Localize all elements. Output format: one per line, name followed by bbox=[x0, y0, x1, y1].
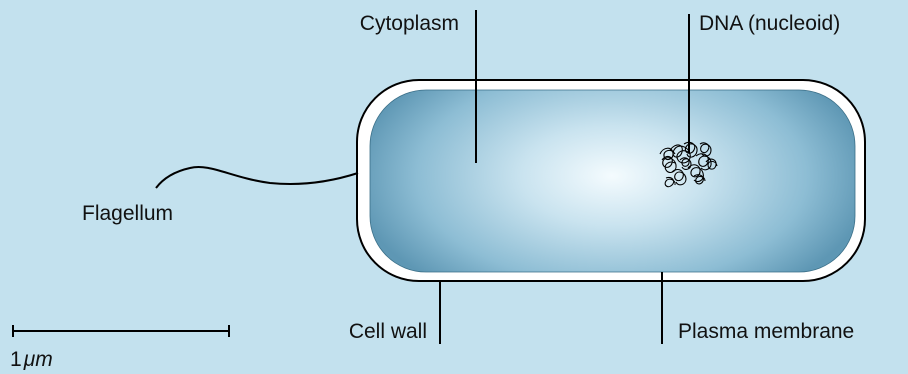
plasma-membrane-label: Plasma membrane bbox=[678, 320, 854, 343]
flagellum-label: Flagellum bbox=[82, 202, 173, 225]
dna-nucleoid-label: DNA (nucleoid) bbox=[699, 12, 840, 35]
scale-bar-unit: μm bbox=[23, 348, 53, 371]
scale-bar-label: 1μm bbox=[10, 348, 53, 371]
flagellum-shape bbox=[156, 167, 358, 188]
cytoplasm-label: Cytoplasm bbox=[360, 12, 459, 35]
scale-bar-number: 1 bbox=[10, 348, 22, 371]
cytoplasm-shape bbox=[370, 90, 855, 272]
cell-wall-label: Cell wall bbox=[349, 320, 427, 343]
scale-bar: 1μm bbox=[10, 325, 229, 371]
